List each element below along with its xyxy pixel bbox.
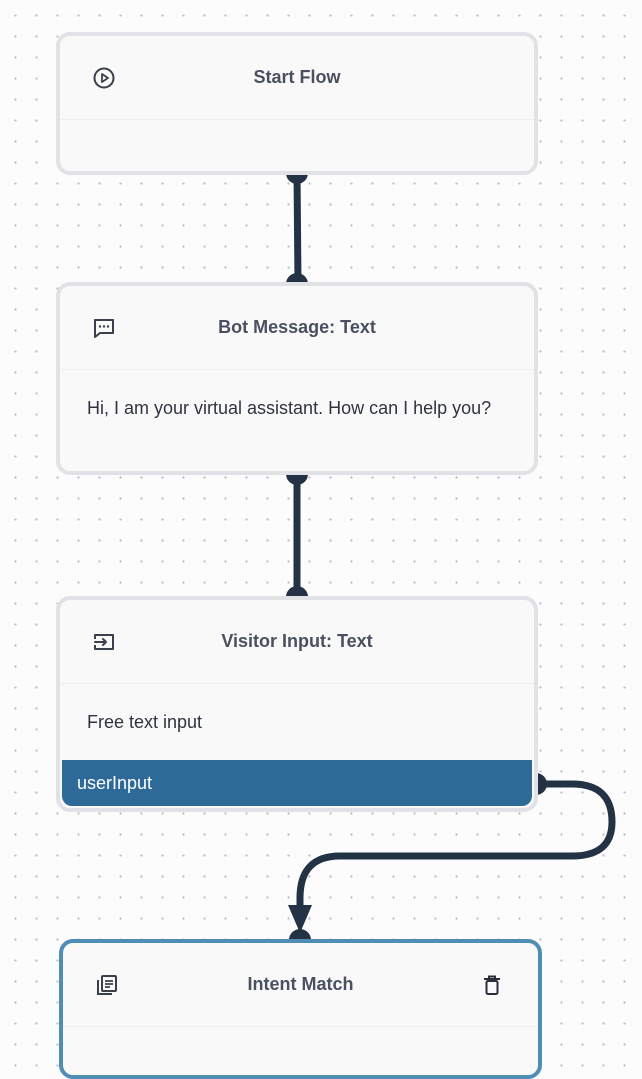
node-header: Visitor Input: Text [60,600,534,684]
play-circle-icon [93,67,115,89]
node-title: Bot Message: Text [218,317,376,337]
start-flow-node[interactable]: Start Flow [56,32,538,175]
node-title: Visitor Input: Text [221,631,373,651]
visitor-input-description: Free text input [87,712,203,732]
edge-visitor-input-to-intent-match[interactable] [296,780,616,916]
edge-arrowhead [288,905,312,933]
edge-start-to-bot-message[interactable] [293,169,302,288]
output-port-userinput[interactable]: userInput [62,760,532,806]
trash-icon[interactable] [480,973,504,997]
node-title: Start Flow [253,67,341,87]
intent-list-icon [97,975,117,995]
message-icon [94,319,114,338]
node-header: Intent Match [63,943,538,1027]
node-title: Intent Match [247,974,354,994]
input-icon [94,634,114,650]
visitor-input-node[interactable]: Visitor Input: Text Free text input user… [56,596,538,812]
bot-message-node[interactable]: Bot Message: Text Hi, I am your virtual … [56,282,538,475]
intent-match-node[interactable]: Intent Match [59,939,542,1079]
node-header: Start Flow [60,36,534,120]
node-header: Bot Message: Text [60,286,534,370]
bot-message-text: Hi, I am your virtual assistant. How can… [87,398,492,418]
